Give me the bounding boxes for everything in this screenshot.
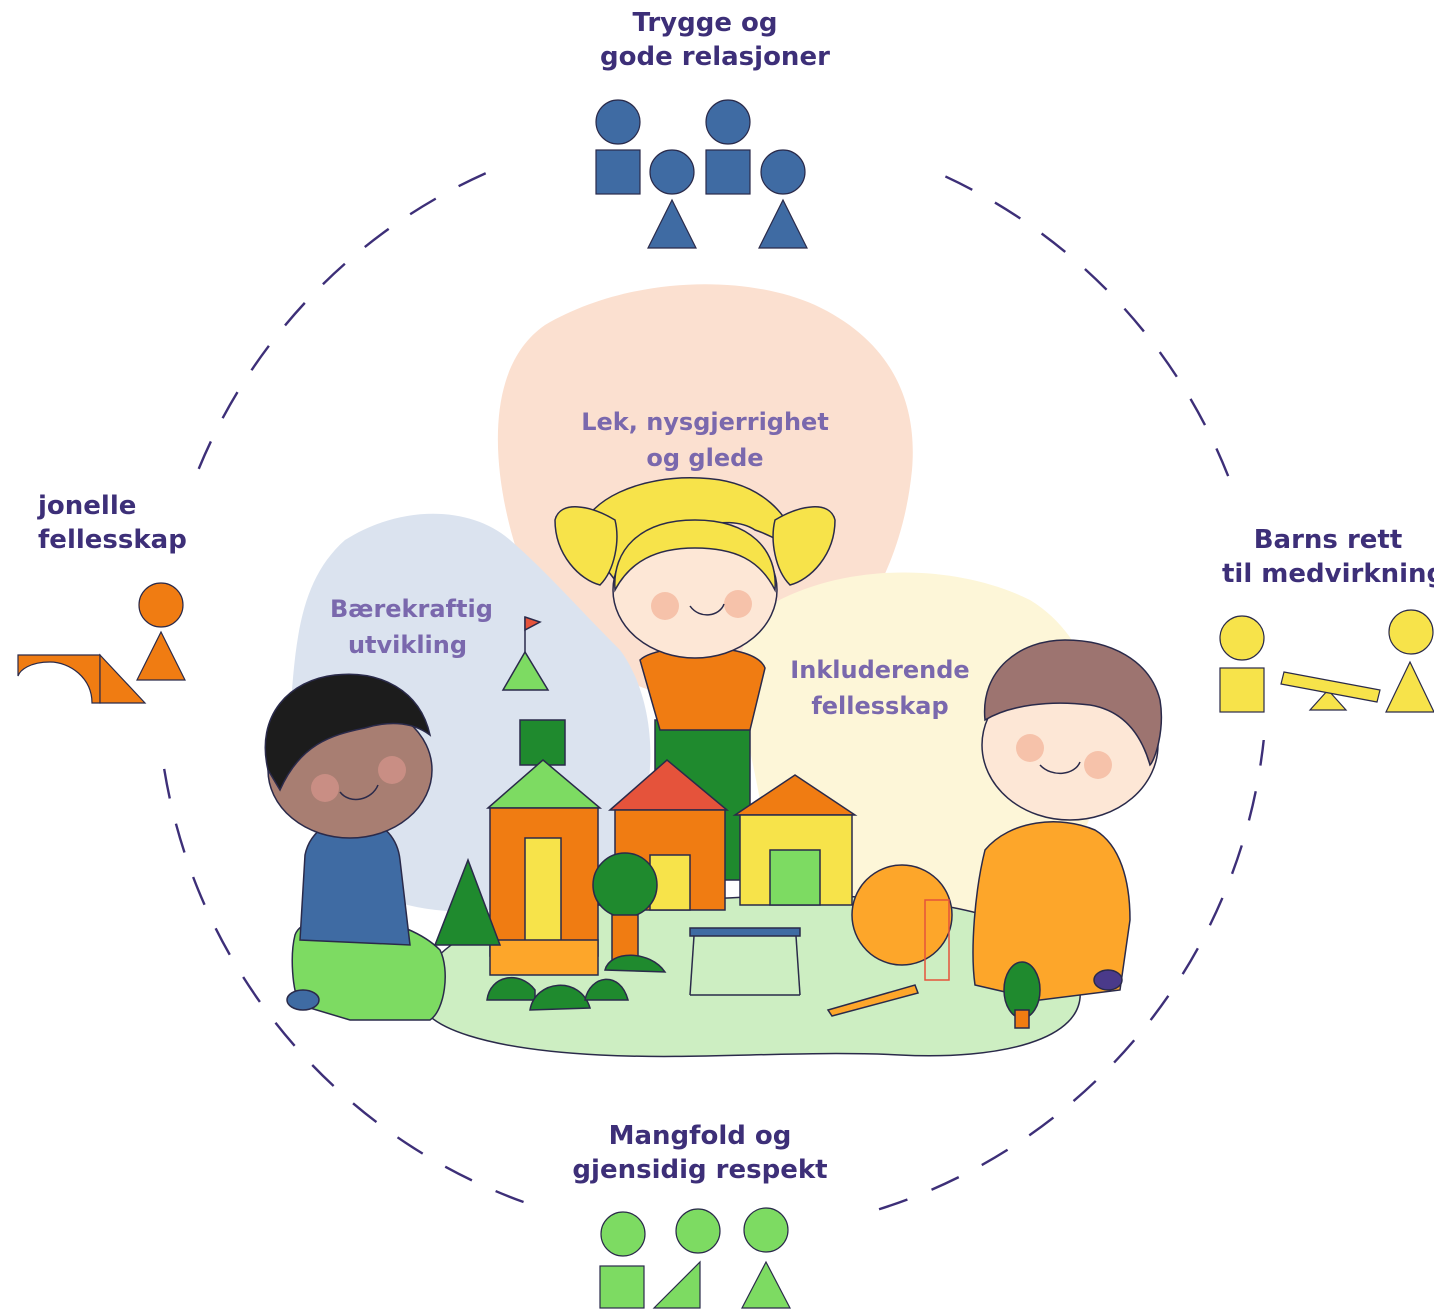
girl-middle — [554, 477, 836, 881]
diversity-shapes-icon — [599, 1207, 791, 1309]
diversity-label: Mangfold og gjensidig respekt — [570, 1119, 830, 1187]
tradition-line-2: fellesskap — [38, 525, 187, 555]
flag-triangle — [501, 615, 550, 691]
sustainability-label: Bærekraftig utvikling — [330, 591, 493, 663]
participation-line-2: til medvirkning — [1222, 559, 1434, 589]
play-label: Lek, nysgjerrighet og glede — [570, 404, 840, 476]
play-line-1: Lek, nysgjerrighet — [581, 408, 829, 436]
block-tower — [486, 719, 603, 976]
participation-line-1: Barns rett — [1253, 525, 1403, 555]
inclusion-line-1: Inkluderende — [790, 656, 970, 684]
sustainability-line-2: utvikling — [347, 631, 468, 659]
inclusion-line-2: fellesskap — [811, 692, 949, 720]
boy-left — [264, 673, 446, 1021]
relations-line-2: gode relasjoner — [600, 42, 830, 72]
trees-and-bushes — [433, 852, 1041, 1029]
playground — [689, 864, 953, 1017]
boy-right — [972, 639, 1163, 1001]
tradition-line-1: jonelle — [38, 491, 137, 521]
tradition-blocks-icon — [17, 582, 186, 704]
tradition-label: jonelle fellesskap — [0, 489, 200, 557]
diversity-line-1: Mangfold og — [608, 1121, 792, 1151]
relations-line-1: Trygge og — [632, 8, 778, 38]
inclusion-label: Inkluderende fellesskap — [780, 652, 980, 724]
play-line-2: og glede — [646, 444, 764, 472]
diversity-line-2: gjensidig respekt — [572, 1155, 828, 1185]
participation-seesaw-icon — [1219, 609, 1434, 713]
sustainability-line-1: Bærekraftig — [330, 595, 493, 623]
relations-label: Trygge og gode relasjoner — [600, 6, 830, 74]
participation-label: Barns rett til medvirkning — [1222, 523, 1434, 591]
relations-people-icon — [595, 99, 808, 249]
